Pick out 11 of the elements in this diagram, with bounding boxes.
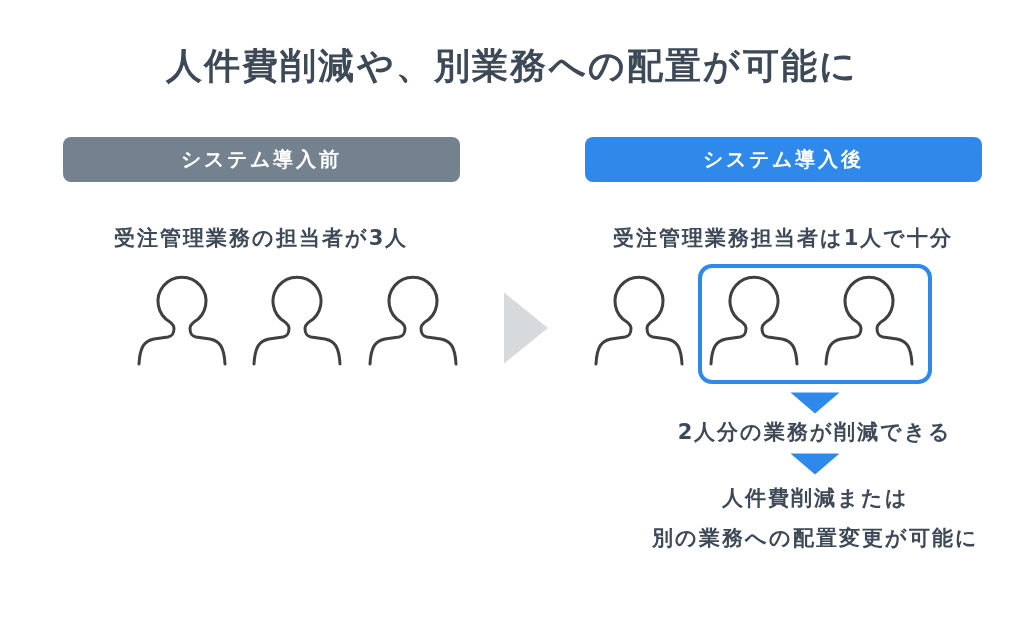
arrow — [504, 292, 548, 364]
section-header: システム導入後 — [585, 137, 982, 182]
section-header: システム導入前 — [63, 137, 460, 182]
result-text: 人件費削減または別の業務への配置変更が可能に — [647, 478, 983, 558]
arrow — [790, 392, 840, 414]
arrow — [790, 453, 840, 475]
subtitle-text: 受注管理業務担当者は1人で十分 — [612, 225, 954, 252]
result-text: 2人分の業務が削減できる — [677, 418, 953, 446]
title: 人件費削減や、別業務への配置が可能に — [165, 44, 859, 88]
subtitle-text: 受注管理業務の担当者が3人 — [113, 225, 409, 252]
highlight-frame — [698, 264, 932, 384]
